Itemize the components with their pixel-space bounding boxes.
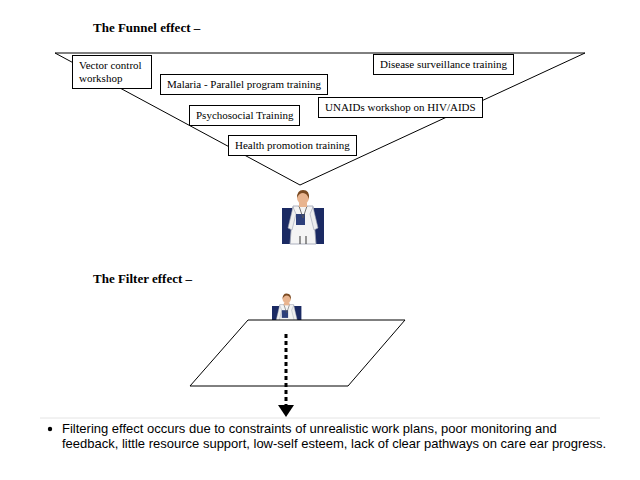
box-text: Psychosocial Training — [196, 109, 293, 122]
training-box: Health promotion training — [228, 135, 357, 156]
dashed-arrow — [285, 334, 288, 406]
bullet-note: Filtering effect occurs due to constrain… — [62, 421, 610, 451]
bullet — [48, 427, 52, 431]
box-text: Disease surveillance training — [380, 58, 507, 71]
rule — [40, 418, 600, 419]
box-text: Malaria - Parallel program training — [167, 78, 321, 91]
training-box: UNAIDs workshop on HIV/AIDS — [318, 97, 483, 118]
training-box: Malaria - Parallel program training — [160, 74, 328, 95]
training-box: Disease surveillance training — [373, 54, 514, 75]
training-box: Psychosocial Training — [189, 105, 300, 126]
box-text: Vector control workshop — [79, 59, 145, 85]
box-text: UNAIDs workshop on HIV/AIDS — [325, 101, 476, 114]
heading: The Filter effect – — [93, 271, 192, 287]
filter — [190, 320, 405, 386]
training-box: Vector control workshop — [72, 55, 152, 89]
arrow-head — [278, 405, 294, 417]
health-worker — [282, 190, 324, 244]
box-text: Health promotion training — [235, 139, 350, 152]
funnel — [55, 53, 585, 185]
heading: The Funnel effect – — [93, 20, 200, 36]
